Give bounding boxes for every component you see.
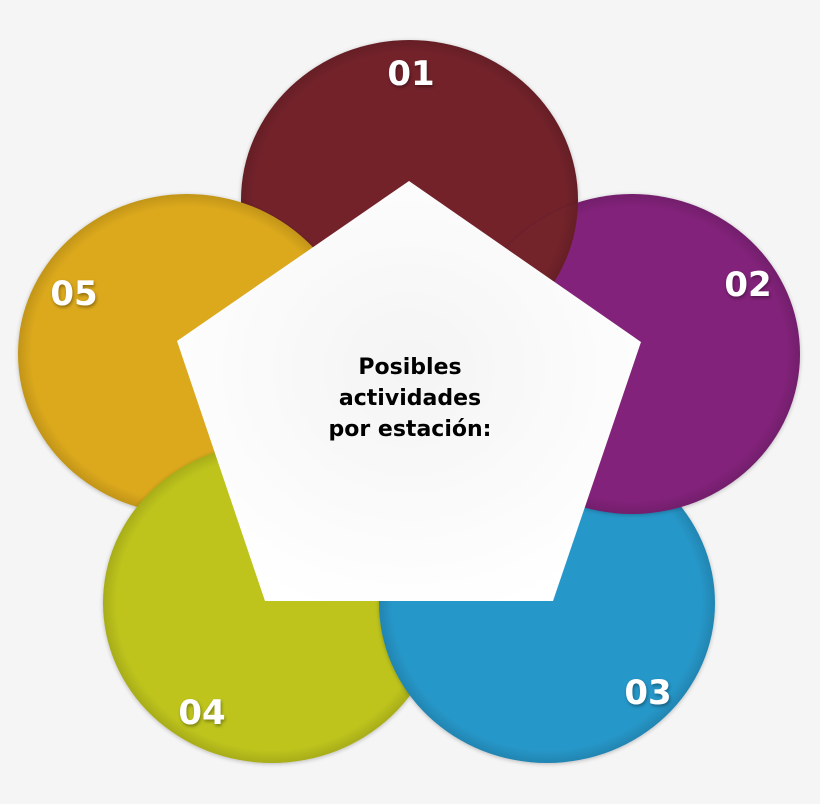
- station-label-05: 05: [50, 274, 98, 314]
- center-title: Posibles actividades por estación:: [260, 352, 560, 445]
- center-pentagon: [177, 181, 641, 601]
- station-label-04: 04: [178, 693, 226, 733]
- station-label-03: 03: [624, 673, 672, 713]
- center-title-line-2: actividades: [338, 386, 482, 411]
- station-label-01: 01: [387, 54, 435, 94]
- station-label-02: 02: [724, 265, 772, 305]
- center-title-line-3: por estación:: [328, 417, 492, 442]
- center-title-line-1: Posibles: [358, 355, 462, 380]
